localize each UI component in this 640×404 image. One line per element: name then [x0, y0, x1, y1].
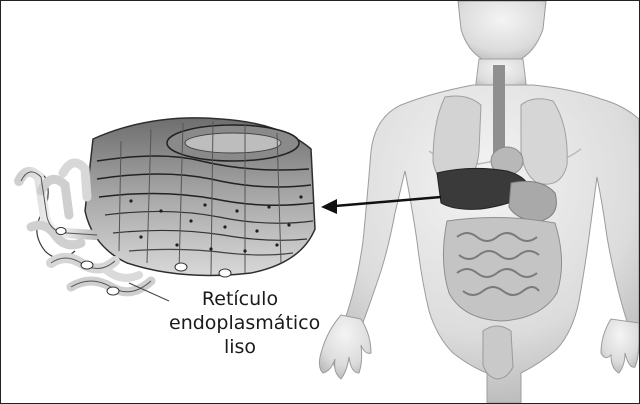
- smooth-er-label: Retículo endoplasmático liso: [169, 287, 311, 359]
- label-line-3: liso: [169, 335, 311, 359]
- smooth-er-illustration: [19, 118, 315, 301]
- label-line-2: endoplasmático: [169, 311, 311, 335]
- internal-organs: [433, 65, 567, 321]
- label-line-1: Retículo: [169, 287, 311, 311]
